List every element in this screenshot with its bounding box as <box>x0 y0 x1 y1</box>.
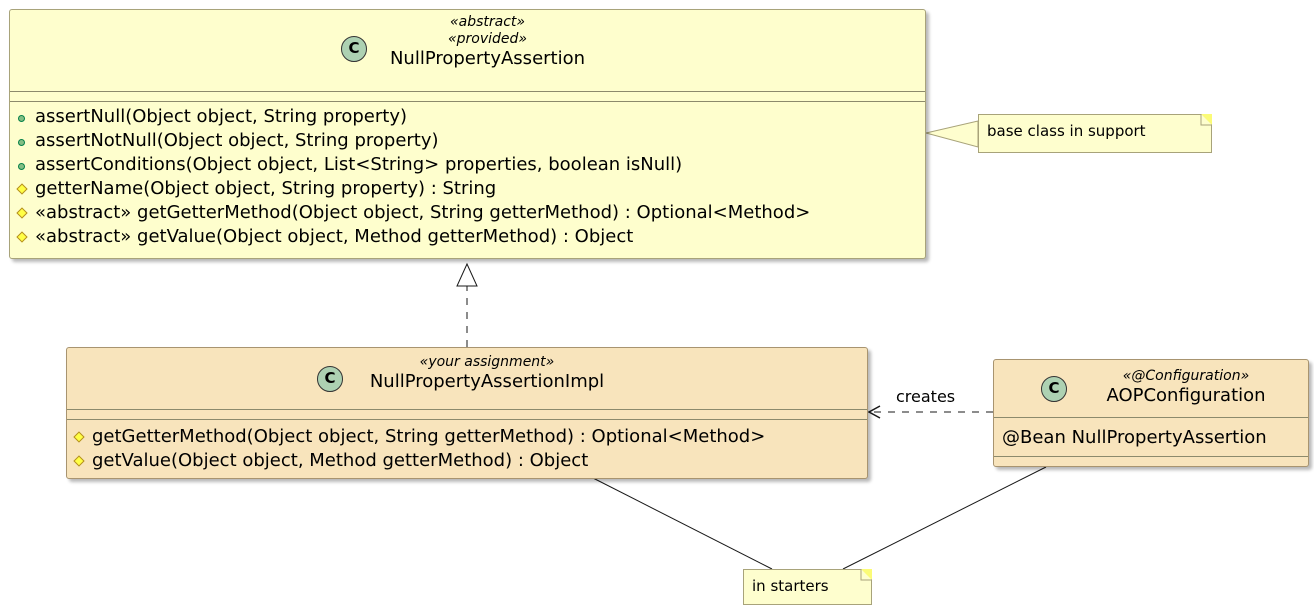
note-text: in starters <box>752 577 829 595</box>
class-header: C «@Configuration» AOPConfiguration <box>994 360 1308 417</box>
method-get-value: «abstract» getValue(Object object, Metho… <box>16 225 633 249</box>
note-connector-base-class <box>925 120 979 148</box>
starters-link-impl <box>592 477 773 570</box>
class-name: AOPConfiguration <box>1106 385 1266 406</box>
class-c-icon: C <box>1041 376 1067 402</box>
stereotype-provided: «provided» <box>447 31 528 47</box>
note-fold-icon <box>860 569 872 581</box>
class-c-icon: C <box>317 366 343 392</box>
public-visibility-icon <box>18 163 25 170</box>
header-divider <box>994 417 1308 418</box>
starters-link-aop <box>842 466 1047 570</box>
note-fold-icon <box>1200 114 1212 126</box>
stereotype-abstract: «abstract» <box>449 14 526 30</box>
method-getter-name: getterName(Object object, String propert… <box>16 177 496 201</box>
note-in-starters: in starters <box>743 569 872 605</box>
method-get-getter-method: getGetterMethod(Object object, String ge… <box>73 425 765 449</box>
creates-label: creates <box>896 387 956 406</box>
field-bean-null-property-assertion: @Bean NullPropertyAssertion <box>1002 427 1267 448</box>
public-visibility-icon <box>18 139 25 146</box>
class-name: NullPropertyAssertionImpl <box>369 371 605 392</box>
class-null-property-assertion-impl[interactable]: C «your assignment» NullPropertyAssertio… <box>66 347 868 479</box>
class-aop-configuration[interactable]: C «@Configuration» AOPConfiguration @Bea… <box>993 359 1309 467</box>
method-assert-conditions: assertConditions(Object object, List<Str… <box>18 153 682 177</box>
class-c-icon: C <box>341 36 367 62</box>
attributes-divider <box>67 409 867 410</box>
class-header: C «abstract» «provided» NullPropertyAsse… <box>10 10 925 91</box>
method-get-value: getValue(Object object, Method getterMet… <box>73 449 588 473</box>
stereotype-your-assignment: «your assignment» <box>419 354 555 370</box>
note-base-class: base class in support <box>978 114 1212 153</box>
creates-arrowhead <box>867 405 881 419</box>
methods-divider <box>10 101 925 102</box>
public-visibility-icon <box>18 115 25 122</box>
method-assert-null: assertNull(Object object, String propert… <box>18 105 407 129</box>
class-null-property-assertion[interactable]: C «abstract» «provided» NullPropertyAsse… <box>9 9 926 259</box>
note-text: base class in support <box>987 122 1146 140</box>
class-header: C «your assignment» NullPropertyAssertio… <box>67 348 867 409</box>
methods-divider <box>67 419 867 420</box>
method-assert-not-null: assertNotNull(Object object, String prop… <box>18 129 439 153</box>
methods-divider <box>994 456 1308 457</box>
realization-arrowhead <box>456 262 478 287</box>
attributes-divider <box>10 91 925 92</box>
method-get-getter-method: «abstract» getGetterMethod(Object object… <box>16 201 810 225</box>
stereotype-configuration: «@Configuration» <box>1122 368 1250 384</box>
class-name: NullPropertyAssertion <box>389 48 586 69</box>
